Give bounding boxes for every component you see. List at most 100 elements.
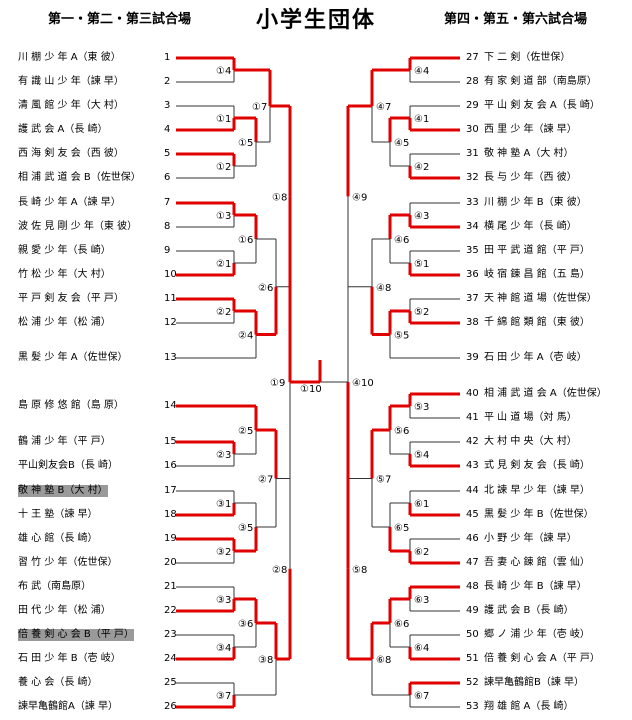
match-label: ②5 [238, 426, 253, 437]
match-label: ④8 [376, 283, 391, 294]
match-label: ⑤1 [414, 259, 429, 270]
match-label: ③4 [216, 643, 231, 654]
match-label: ④4 [414, 66, 429, 77]
match-label: ⑤3 [414, 402, 429, 413]
match-label: ⑤7 [376, 475, 391, 486]
match-label: ⑥2 [414, 547, 429, 558]
team-name: 十 王 塾（諫 早） [18, 509, 98, 520]
team-number: 23 [164, 629, 177, 640]
team-name: 諫早亀鶴館B（諫 早） [484, 677, 585, 688]
team-number: 17 [164, 485, 177, 496]
team-number: 13 [164, 352, 177, 363]
match-label: ③7 [216, 691, 231, 702]
team-name: 翔 雄 館 A（長 崎） [484, 701, 574, 712]
match-label: ①10 [300, 384, 322, 395]
team-number: 51 [466, 653, 479, 664]
team-number: 9 [164, 245, 171, 256]
team-name: 護 武 会 B（長 崎） [484, 605, 574, 616]
team-number: 27 [466, 52, 479, 63]
team-name: 長 崎 少 年 B（諫 早） [484, 581, 587, 592]
team-name: 平山剣友会B（長 崎） [18, 460, 119, 471]
team-name: 郷 ノ 浦 少 年（壱 岐） [484, 629, 590, 640]
right-group-heading: 第四・第五・第六試合場 [444, 12, 588, 27]
team-name: 雄 心 館（長 崎） [18, 533, 98, 544]
team-name: 清 風 館 少 年（大 村） [18, 100, 124, 111]
team-name: 岐 宿 錬 昌 館（五 島） [484, 269, 590, 280]
match-label: ④3 [414, 211, 429, 222]
team-name: 波 佐 見 剛 少 年（東 彼） [18, 221, 138, 232]
team-name: 田 平 武 道 館（平 戸） [484, 245, 590, 256]
match-label: ④1 [414, 114, 429, 125]
match-label: ④6 [394, 235, 409, 246]
team-name: 鶴 浦 少 年（平 戸） [18, 436, 111, 447]
team-name: 天 神 館 道 場（佐世保） [484, 293, 597, 304]
team-number: 11 [164, 293, 177, 304]
team-number: 49 [466, 605, 479, 616]
team-number: 46 [466, 533, 479, 544]
team-name: 小 野 少 年（諫 早） [484, 533, 577, 544]
match-label: ⑤6 [394, 426, 409, 437]
team-number: 32 [466, 172, 479, 183]
match-label: ②4 [238, 331, 253, 342]
team-name: 川 棚 少 年 A（東 彼） [18, 52, 121, 63]
team-name: 習 竹 少 年（佐世保） [18, 557, 118, 568]
team-name: 下 二 剣（佐世保） [484, 52, 571, 63]
team-number: 31 [466, 148, 479, 159]
team-name: 有 識 山 少 年（諫 早） [18, 76, 124, 87]
match-label: ⑤2 [414, 307, 429, 318]
team-number: 19 [164, 533, 177, 544]
team-number: 41 [466, 412, 479, 423]
team-name: 敬 神 塾 A（大 村） [484, 148, 574, 159]
match-label: ③1 [216, 499, 231, 510]
team-name: 吾 妻 心 錬 館（雲 仙） [484, 557, 590, 568]
match-label: ①9 [270, 378, 285, 389]
team-number: 20 [164, 557, 177, 568]
team-name: 川 棚 少 年 B（東 彼） [484, 197, 587, 208]
team-number: 16 [164, 460, 177, 471]
team-number: 3 [164, 100, 171, 111]
match-label: ③2 [216, 547, 231, 558]
team-number: 26 [164, 701, 177, 712]
team-number: 53 [466, 701, 479, 712]
match-label: ④2 [414, 162, 429, 173]
match-label: ⑥1 [414, 499, 429, 510]
match-label: ①1 [216, 114, 231, 125]
team-number: 35 [466, 245, 479, 256]
team-name: 大 村 中 央（大 村） [484, 436, 577, 447]
team-name: 養 心 会（長 崎） [18, 677, 98, 688]
match-label: ⑤4 [414, 450, 429, 461]
team-name: 相 浦 武 道 会 B（佐世保） [18, 172, 141, 183]
match-label: ④9 [352, 192, 367, 203]
match-label: ①3 [216, 211, 231, 222]
team-name: 横 尾 少 年（長 崎） [484, 221, 577, 232]
match-label: ⑥6 [394, 619, 409, 630]
team-number: 34 [466, 221, 479, 232]
team-number: 7 [164, 197, 171, 208]
match-label: ②2 [216, 307, 231, 318]
match-label: ⑥8 [376, 655, 391, 666]
team-number: 42 [466, 436, 479, 447]
team-name: 竹 松 少 年（大 村） [18, 269, 111, 280]
team-number: 40 [466, 388, 479, 399]
team-number: 47 [466, 557, 479, 568]
team-number: 25 [164, 677, 177, 688]
team-number: 21 [164, 581, 177, 592]
team-name: 石 田 少 年 A（壱 岐） [484, 352, 587, 363]
team-name: 長 崎 少 年 A（諫 早） [18, 197, 121, 208]
match-label: ①7 [252, 102, 267, 113]
team-number: 4 [164, 124, 171, 135]
team-number: 52 [466, 677, 479, 688]
team-name: 式 見 剣 友 会（長 崎） [484, 460, 590, 471]
team-number: 48 [466, 581, 479, 592]
team-number: 30 [466, 124, 479, 135]
team-number: 50 [466, 629, 479, 640]
match-label: ①5 [238, 138, 253, 149]
team-number: 2 [164, 76, 171, 87]
match-label: ②7 [258, 475, 273, 486]
team-name: 敬 神 塾 B（大 村） [18, 485, 108, 497]
match-label: ③5 [238, 523, 253, 534]
team-number: 22 [164, 605, 177, 616]
team-number: 18 [164, 509, 177, 520]
team-name: 平 山 道 場（対 馬） [484, 412, 577, 423]
team-name: 有 家 剣 道 部（南島原） [484, 76, 597, 87]
